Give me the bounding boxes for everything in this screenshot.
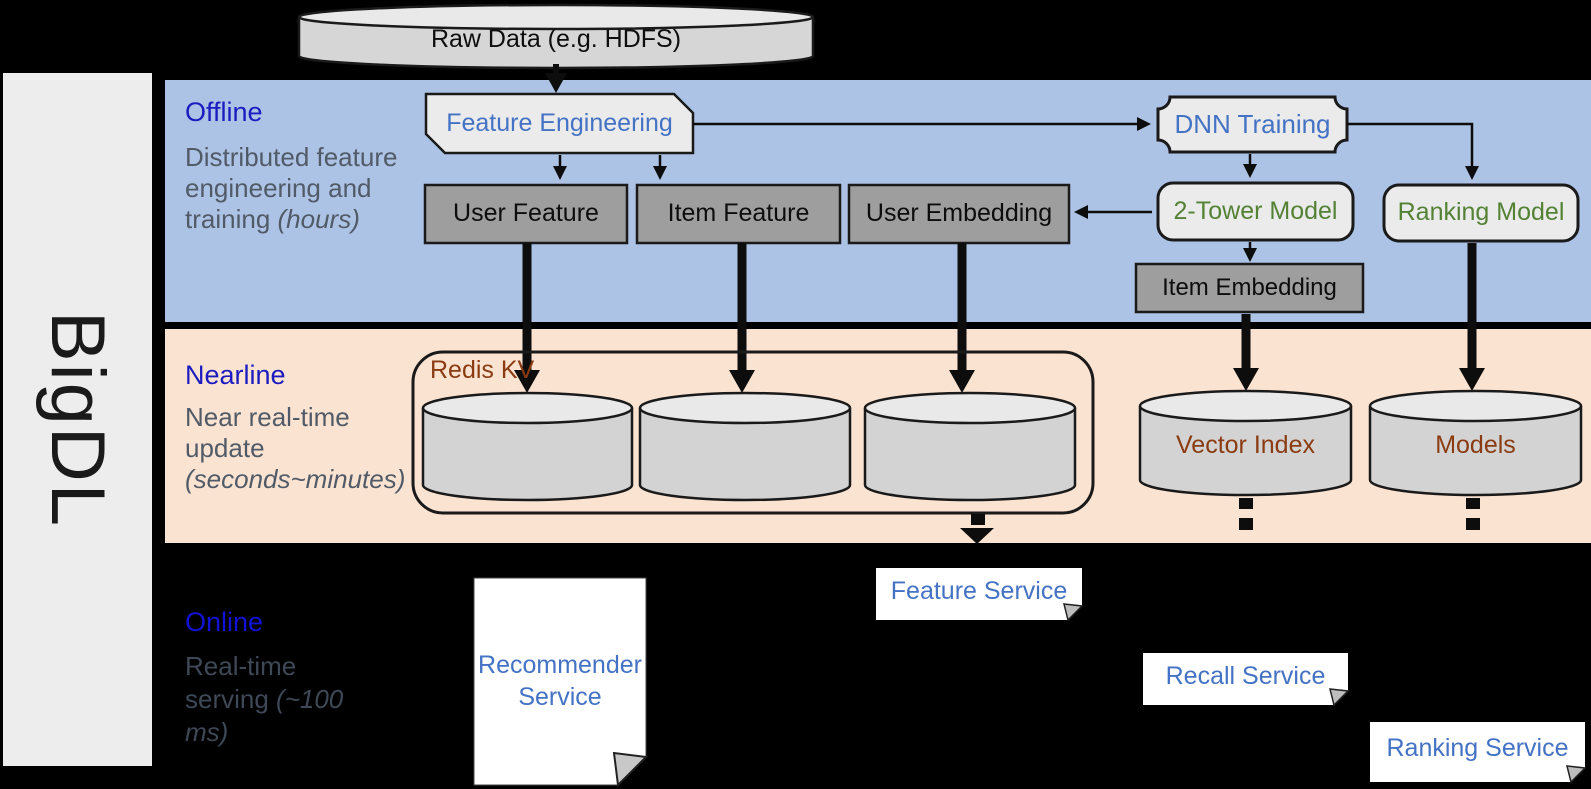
dashed-arrow-vector-index-to-recall-service — [1239, 498, 1253, 530]
nearline-section-description: Near real-time update (seconds~minutes) — [185, 402, 406, 494]
two-tower-model-label: 2-Tower Model — [1173, 196, 1338, 225]
ranking-model-label: Ranking Model — [1397, 198, 1565, 227]
two-tower-model-box — [1156, 181, 1355, 242]
redis-cylinder-1 — [421, 391, 634, 502]
redis-cylinder-2 — [638, 391, 852, 502]
ranking-service-box — [1370, 722, 1587, 784]
arrow-dnn-to-ranking-model — [1347, 122, 1479, 180]
item-embedding-box — [1134, 262, 1365, 314]
redis-kv-label: Redis KV — [430, 356, 535, 385]
online-section-description: Real-time serving (~100 ms) — [185, 651, 344, 747]
dnn-training-label: DNN Training — [1174, 109, 1331, 140]
user-feature-box — [423, 183, 629, 245]
vector-index-cylinder — [1138, 389, 1353, 497]
redis-cylinder-3 — [863, 391, 1077, 502]
online-section-title: Online — [185, 607, 264, 637]
feature-service-box — [876, 568, 1084, 622]
raw-data-label: Raw Data (e.g. HDFS) — [430, 25, 682, 54]
item-feature-box — [635, 183, 842, 245]
recommender-service-doc — [473, 577, 649, 788]
recommender-service-label: Recommender Service — [478, 651, 642, 711]
offline-section-title: Offline — [185, 97, 263, 127]
recall-service-label: Recall Service — [1165, 662, 1326, 691]
feature-engineering-label: Feature Engineering — [446, 108, 673, 137]
models-cylinder — [1368, 389, 1583, 497]
user-embedding-label: User Embedding — [865, 199, 1053, 228]
ranking-service-label: Ranking Service — [1386, 734, 1569, 763]
item-embedding-label: Item Embedding — [1162, 274, 1337, 301]
nearline-section-title: Nearline — [185, 360, 286, 390]
redis-kv-container — [411, 350, 1095, 515]
vector-index-label: Vector Index — [1176, 431, 1315, 460]
user-embedding-box — [847, 183, 1071, 245]
dashed-arrow-models-to-ranking-service — [1466, 498, 1480, 530]
recall-service-box — [1143, 653, 1350, 707]
dashed-arrow-redis-to-feature-service — [960, 514, 994, 544]
user-feature-label: User Feature — [453, 199, 599, 228]
bigdl-sidebar: BigDL — [3, 73, 152, 766]
dnn-training-shape — [1156, 95, 1349, 154]
feature-engineering-shape — [424, 92, 695, 155]
offline-section-description: Distributed feature engineering and trai… — [185, 142, 398, 234]
item-feature-label: Item Feature — [667, 199, 810, 228]
ranking-model-box — [1382, 183, 1580, 243]
feature-service-label: Feature Service — [890, 577, 1068, 606]
models-label: Models — [1435, 431, 1516, 460]
